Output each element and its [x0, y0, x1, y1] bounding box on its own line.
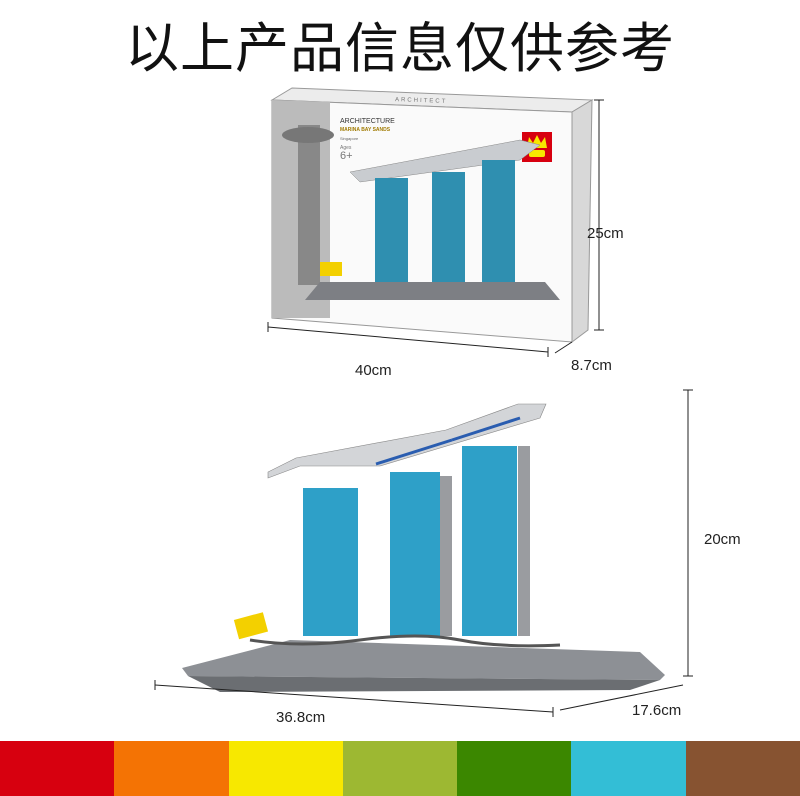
- model-dimension-lines: [154, 389, 693, 717]
- box-height-label: 25cm: [587, 225, 624, 242]
- color-swatch: [685, 741, 800, 796]
- photo-tower: [298, 125, 320, 285]
- color-swatch-bar: [0, 741, 800, 796]
- model-depth-label: 17.6cm: [632, 702, 682, 719]
- color-swatch: [342, 741, 458, 796]
- box-product-name: MARINA BAY SANDS: [340, 127, 391, 133]
- box-ages-label: Ages: [340, 145, 352, 151]
- color-swatch: [0, 741, 115, 796]
- box-depth-label: 8.7cm: [571, 357, 612, 374]
- box-ages-value: 6+: [340, 150, 353, 162]
- box-width-label: 40cm: [355, 362, 392, 379]
- model-width-label: 36.8cm: [276, 709, 326, 726]
- lego-model: [182, 403, 665, 692]
- box-dimension-lines: [267, 99, 604, 357]
- page-title: 以上产品信息仅供参考: [125, 17, 675, 80]
- model-height-label: 20cm: [704, 531, 741, 548]
- color-swatch: [228, 741, 343, 796]
- product-box: [270, 87, 594, 343]
- box-location: Singapore: [340, 136, 359, 141]
- color-swatch: [114, 741, 229, 796]
- box-brand-line: ARCHITECTURE: [340, 118, 395, 125]
- color-swatch: [571, 741, 686, 796]
- color-swatch: [457, 741, 572, 796]
